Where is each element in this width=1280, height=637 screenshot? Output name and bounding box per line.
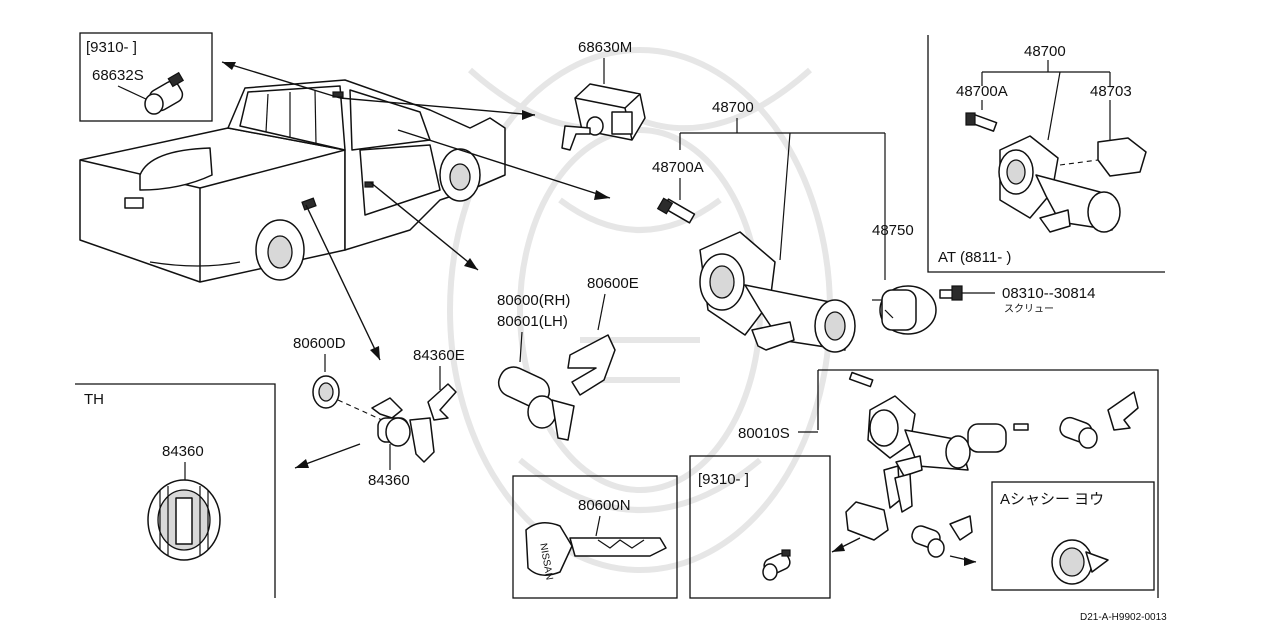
- label-80601lh: 80601(LH): [497, 313, 568, 330]
- lock-body-48700: [699, 231, 856, 353]
- label-08310-30814: 08310--30814: [1002, 285, 1095, 302]
- box-key-80600n: 80600N NISSAN: [512, 475, 678, 599]
- box-80010s: 80010S: [738, 369, 1159, 598]
- label-48703: 48703: [1090, 83, 1132, 100]
- label-84360-th: 84360: [162, 443, 204, 460]
- label-th: TH: [84, 391, 104, 408]
- label-80600rh: 80600(RH): [497, 292, 570, 309]
- fuel-lid-group: 80600D 84360E 84360: [293, 335, 465, 489]
- box-at: 48700 48700A 48703 AT (8811- ): [927, 35, 1165, 273]
- set-door-cylinder: [1059, 391, 1139, 449]
- box-9310-bottom: [9310- ]: [689, 455, 831, 599]
- label-48700a-main: 48700A: [652, 159, 704, 176]
- diagram-reference-number: D21-A-H9902-0013: [1080, 612, 1167, 623]
- fuel-cap-84360: [147, 479, 221, 561]
- pickup-truck-illustration: [79, 79, 506, 283]
- set-glovebox-lock: [831, 501, 889, 553]
- set-fuel-cylinder: [911, 515, 977, 566]
- label-48750: 48750: [872, 222, 914, 239]
- key-80600n: NISSAN: [525, 522, 667, 581]
- label-at-range: AT (8811- ): [938, 249, 1011, 266]
- part-68632s-cylinder: [144, 71, 185, 115]
- screw-08310: [939, 285, 995, 301]
- label-a-chassis: Aシャシー ヨウ: [1000, 491, 1104, 508]
- box-th: TH 84360: [75, 383, 276, 598]
- fuel-lock-84360: [371, 397, 435, 463]
- label-48700-main: 48700: [712, 99, 754, 116]
- part-68630m: 68630M: [561, 39, 646, 151]
- label-48700-at: 48700: [1024, 43, 1066, 60]
- label-80600n: 80600N: [578, 497, 631, 514]
- bolt-48700a-main: [656, 197, 696, 224]
- box-9310-top-label: [9310- ]: [86, 39, 137, 56]
- label-84360e: 84360E: [413, 347, 465, 364]
- callout-arrows: [221, 61, 611, 469]
- box-a-chassis: Aシャシー ヨウ: [991, 481, 1155, 591]
- label-68632s: 68632S: [92, 67, 144, 84]
- part-9310-cylinder: [762, 549, 791, 581]
- set-ignition-lock: [848, 371, 971, 513]
- box-9310-top: [9310- ] 68632S: [79, 32, 213, 122]
- label-80600e: 80600E: [587, 275, 639, 292]
- set-switch: [967, 423, 1029, 453]
- label-84360: 84360: [368, 472, 410, 489]
- label-80600d: 80600D: [293, 335, 346, 352]
- box-9310-bottom-label: [9310- ]: [698, 471, 749, 488]
- ignition-assembly-main: 48700 48700A 48750 08310--: [652, 99, 1095, 353]
- a-chassis-cap: [1051, 539, 1109, 585]
- label-48700a-at: 48700A: [956, 83, 1008, 100]
- label-screw-jp: スクリュー: [1004, 303, 1054, 315]
- switch-48750: [872, 285, 937, 335]
- label-68630m: 68630M: [578, 39, 632, 56]
- label-80010s: 80010S: [738, 425, 790, 442]
- door-cylinder-80600: [497, 366, 575, 441]
- door-lock-group: 80600(RH) 80601(LH) 80600E: [497, 275, 639, 441]
